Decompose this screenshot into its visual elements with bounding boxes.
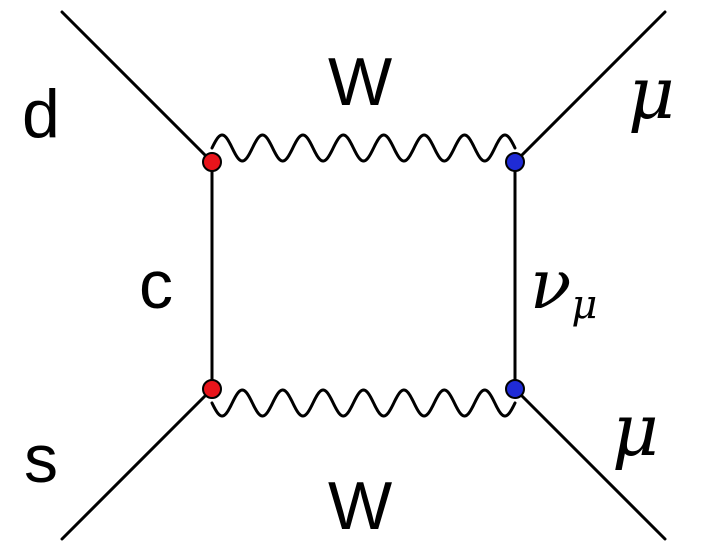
w-boson-bottom-line [210,388,517,418]
muon-top-line [513,10,667,164]
label-muon-bottom: μ [612,388,659,472]
s-quark-line [60,387,214,541]
label-w-top: W [328,44,392,120]
label-nu: ν [530,246,571,325]
vertex-top-left [202,152,222,172]
label-c-quark: c [139,247,173,323]
w-boson-top-line [210,133,517,163]
vertex-bottom-right [505,379,525,399]
label-s-quark: s [24,421,58,497]
vertex-top-right [505,152,525,172]
label-muon-top: μ [628,51,675,135]
muon-bottom-line [513,387,667,541]
d-quark-line [60,10,214,164]
label-w-bottom: W [328,468,392,543]
vertex-bottom-left [202,379,222,399]
label-nu-subscript: μ [571,282,597,328]
label-d-quark: d [22,76,60,152]
label-muon-neutrino: νμ [530,246,597,328]
